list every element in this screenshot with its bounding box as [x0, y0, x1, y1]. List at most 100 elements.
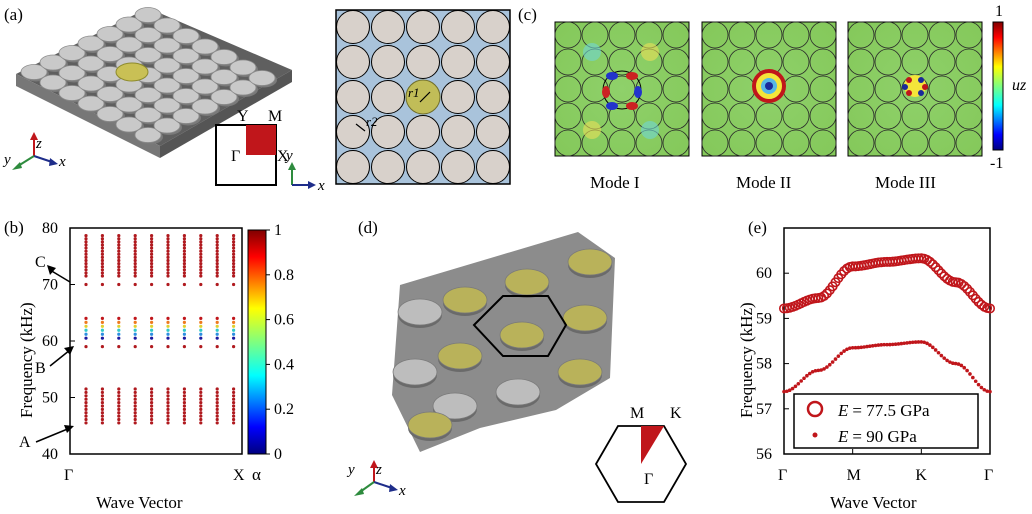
b-xtick-x: X	[233, 467, 245, 484]
band-point	[232, 261, 236, 266]
e-point-open	[936, 268, 947, 279]
band-point	[232, 404, 236, 408]
e-xtick-label: Γ	[778, 467, 787, 484]
band-point	[215, 252, 219, 256]
plate-disc	[96, 86, 124, 102]
hex-disc	[495, 378, 541, 406]
band-point	[182, 345, 186, 349]
bz-label-x: X	[277, 148, 289, 165]
mode-grid-disc	[874, 48, 902, 76]
band-point	[199, 394, 203, 398]
band-point	[182, 237, 186, 241]
e-point-dot	[813, 368, 818, 373]
bz-hex-gamma: Γ	[644, 471, 653, 488]
alpha-label: α	[252, 465, 261, 484]
e-point-dot	[965, 368, 969, 373]
plate-3d-illustration	[16, 7, 292, 158]
band-point	[182, 394, 186, 398]
band-point	[117, 255, 121, 259]
mode-grid-disc	[782, 129, 810, 157]
band-point	[199, 387, 203, 391]
band-point	[215, 237, 219, 241]
panel-label-e: (e)	[748, 218, 767, 237]
band-point	[215, 394, 219, 398]
band-point	[100, 387, 104, 391]
band-point	[166, 243, 170, 247]
plate-disc	[153, 57, 181, 74]
band-point	[117, 397, 121, 401]
band-point	[84, 258, 88, 263]
band-point	[117, 237, 121, 241]
e-point-dot	[787, 388, 792, 393]
band-point	[117, 324, 121, 328]
band-point	[166, 316, 170, 320]
band-point	[232, 274, 236, 278]
band-point	[84, 237, 88, 241]
alpha-colorbar: 00.20.40.60.81 α	[247, 222, 294, 484]
band-point	[84, 332, 88, 336]
mode-grid-disc	[901, 21, 929, 49]
band-point	[150, 261, 154, 266]
band-point	[232, 258, 236, 263]
band-point	[133, 320, 137, 324]
hex-disc	[392, 358, 438, 386]
band-point	[133, 332, 137, 336]
band-point	[100, 240, 104, 244]
e-point-dot	[893, 342, 898, 347]
band-point	[166, 390, 170, 395]
band-point	[100, 265, 104, 269]
band-point	[84, 274, 88, 278]
band-point	[199, 265, 203, 269]
band-point	[199, 404, 203, 408]
band-point	[166, 258, 170, 263]
band-point	[215, 397, 219, 401]
plate-disc	[153, 37, 181, 54]
band-point	[117, 252, 121, 256]
panel-label-d: (d)	[358, 218, 378, 237]
band-point	[100, 320, 104, 324]
band-point	[215, 246, 219, 250]
plate-disc	[172, 68, 200, 84]
band-point	[84, 336, 88, 340]
band-point	[166, 237, 170, 241]
plate-disc	[134, 7, 162, 23]
b-ytick-label: 70	[42, 277, 58, 294]
lattice-disc	[336, 150, 370, 184]
d-axis-y: y	[346, 462, 355, 478]
plate-disc	[115, 16, 143, 33]
band-point	[150, 390, 154, 395]
mode-grid-disc	[701, 75, 729, 103]
plate-disc	[153, 17, 181, 34]
band-point	[100, 282, 104, 287]
mode-grid-disc	[955, 129, 983, 157]
e-point-dot	[951, 361, 955, 366]
alpha-tick-label: 0.4	[274, 356, 294, 373]
mode-grid-disc	[554, 21, 582, 49]
plate-disc	[77, 35, 105, 52]
band-point	[84, 320, 88, 324]
e-point-dot	[930, 345, 935, 350]
band-point	[199, 390, 203, 395]
band-point	[84, 271, 88, 275]
band-point	[84, 328, 88, 332]
lattice-disc	[476, 80, 510, 114]
axis-z-label: z	[35, 136, 42, 152]
mode-grid-disc	[662, 75, 690, 103]
band-point	[133, 237, 137, 241]
band-point	[232, 390, 236, 395]
e-legend: E= 77.5 GPa E= 90 GPa	[793, 393, 979, 449]
b-ytick-label: 50	[42, 390, 58, 407]
e-ytick-label: 60	[756, 265, 772, 282]
b-xlabel: Wave Vector	[96, 493, 183, 512]
band-point	[150, 336, 154, 340]
axis-triad-d: z y x	[346, 460, 406, 499]
e-point-dot	[985, 389, 989, 393]
band-point	[215, 345, 219, 349]
band-point	[166, 282, 170, 287]
mode-grid-disc	[782, 21, 810, 49]
band-point	[133, 404, 137, 408]
e-ylabel: Frequency (kHz)	[737, 302, 756, 418]
band-point	[133, 240, 137, 244]
unit-axis-x: x	[317, 178, 325, 194]
band-point	[232, 249, 236, 253]
